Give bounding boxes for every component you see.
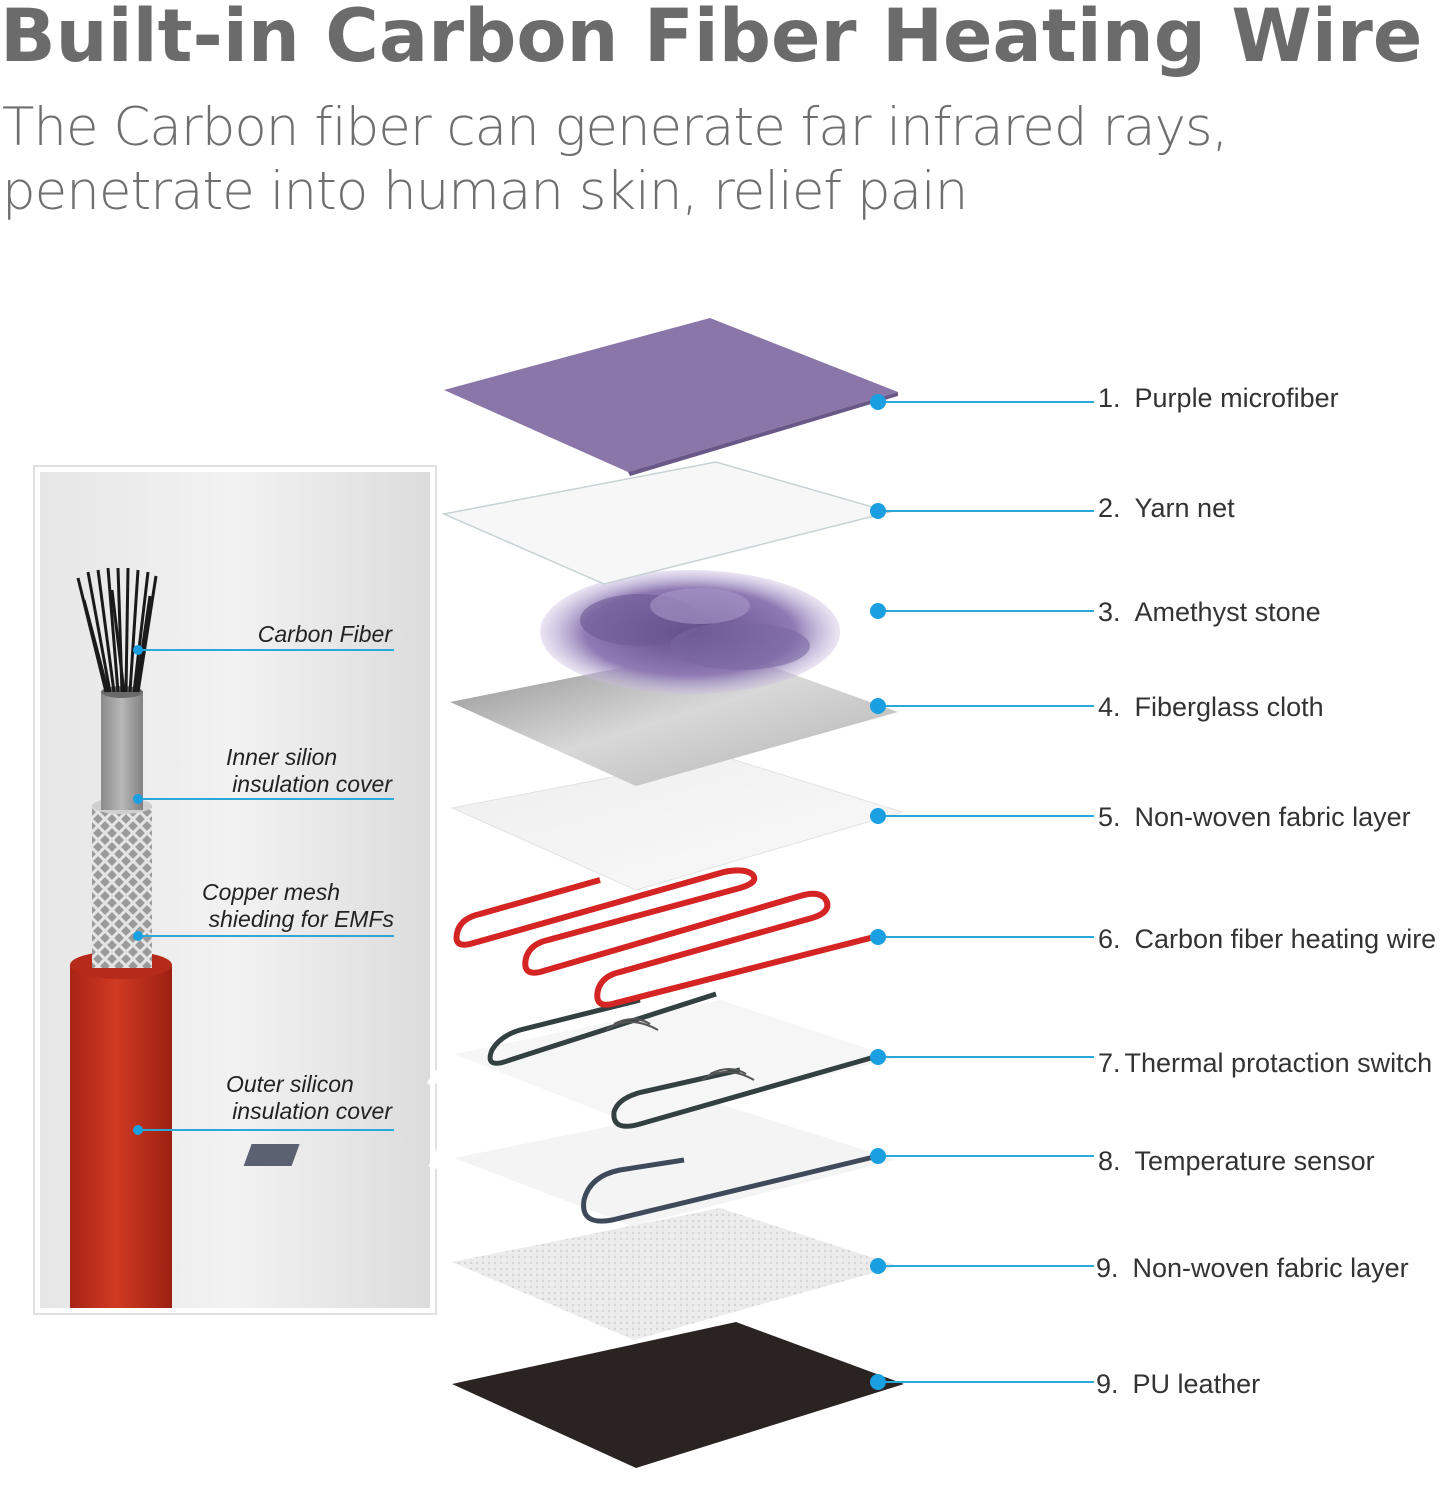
layer-non-woven-fabric-top (450, 755, 904, 891)
cable-leaders (133, 645, 394, 1135)
layer-label-5: 5.Non-woven fabric layer (1098, 802, 1411, 832)
cable-label-copper-line2: shieding for EMFs (209, 906, 395, 932)
layer-label-6: 6.Carbon fiber heating wire (1098, 924, 1436, 954)
layer-sensor-sheet (454, 1104, 896, 1226)
layer-label-3: 3.Amethyst stone (1098, 597, 1321, 627)
layer-switch-sheet (454, 1000, 896, 1124)
layer-fiberglass-cloth (450, 648, 898, 786)
layer-leaders (870, 394, 1094, 1390)
layer-amethyst-stone (540, 570, 840, 694)
inner-insulation-segment (101, 686, 143, 810)
layer-pu-leather (452, 1322, 904, 1468)
cable-label-outer-line1: Outer silicon (226, 1071, 354, 1097)
layer-label-2: 2.Yarn net (1098, 493, 1235, 523)
cable-label-inner-line1: Inner silion (226, 744, 337, 770)
layer-labels: 1.Purple microfiber 2.Yarn net 3.Amethys… (1096, 383, 1436, 1399)
thermal-switch-wire (487, 991, 879, 1129)
temperature-sensor-wire (243, 1144, 879, 1224)
sensor-chip (243, 1144, 300, 1166)
layer-yarn-net (441, 461, 893, 585)
heating-wire (453, 867, 879, 1008)
cable-label-outer-line2: insulation cover (232, 1098, 393, 1124)
layer-label-9: 9.Non-woven fabric layer (1096, 1253, 1409, 1283)
switch-signal-icon (605, 1018, 659, 1031)
layer-purple-microfiber (444, 318, 898, 476)
layer-label-7: 7.Thermal protaction switch (1098, 1048, 1432, 1078)
layer-label-1: 1.Purple microfiber (1098, 383, 1339, 413)
cable-label-inner-line2: insulation cover (232, 771, 393, 797)
cable-label-carbon-fiber: Carbon Fiber (258, 621, 394, 647)
switch-signal-icon (701, 1068, 755, 1081)
copper-mesh-segment (92, 798, 152, 968)
layer-label-4: 4.Fiberglass cloth (1098, 692, 1324, 722)
cable-label-copper-line1: Copper mesh (202, 879, 340, 905)
page-title: Built-in Carbon Fiber Heating Wire (0, 0, 1423, 79)
layer-label-8: 8.Temperature sensor (1098, 1146, 1375, 1176)
carbon-fiber-bristles (76, 567, 158, 693)
layer-non-woven-fabric-bottom (452, 1208, 898, 1340)
page-subtitle: The Carbon fiber can generate far infrar… (2, 97, 1228, 222)
layer-label-10: 9.PU leather (1096, 1369, 1260, 1399)
cable-inset: Carbon Fiber Inner silion insulation cov… (33, 465, 534, 1315)
